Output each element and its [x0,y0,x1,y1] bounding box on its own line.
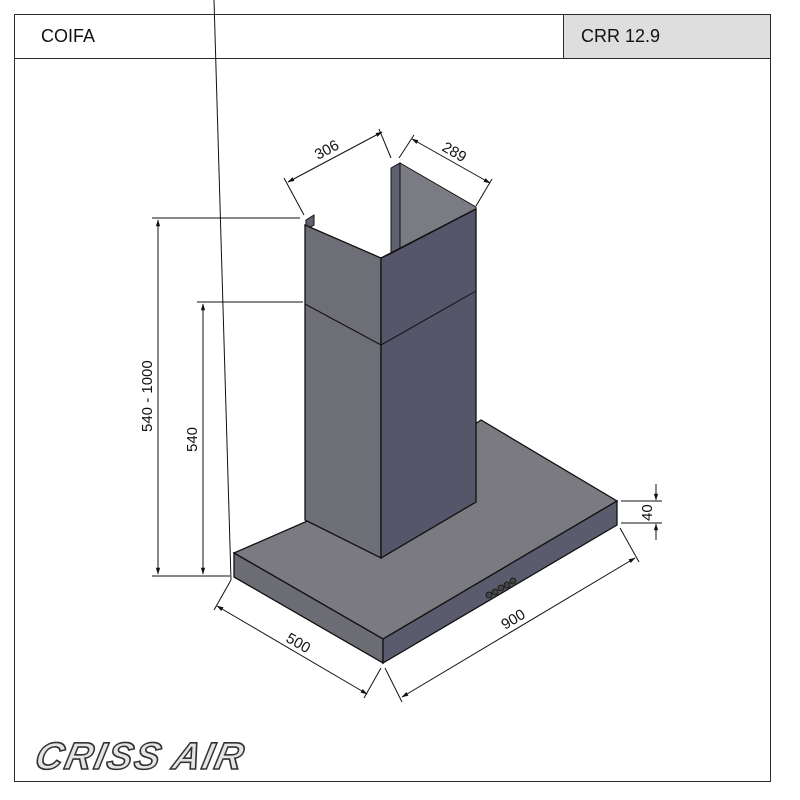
dimension-lower-height: 540 [184,301,303,575]
dimension-label-900: 900 [498,606,528,633]
dimension-label-540: 540 [184,427,201,452]
drawing-frame: COIFA CRR 12.9 [14,14,771,782]
dimension-chimney-width: 306 [283,128,392,216]
dimension-label-500: 500 [283,630,313,657]
dimension-hood-thickness: 40 [621,484,662,540]
dimension-label-540-1000: 540 - 1000 [139,360,156,432]
model-number-label: CRR 12.9 [564,15,770,58]
brand-logo: CRISS AIR [31,735,250,779]
chimney [304,162,477,560]
dimension-label-40: 40 [639,504,656,521]
dimension-label-306: 306 [312,137,342,164]
dimension-total-height: 540 - 1000 [139,217,300,577]
product-type-label: COIFA [15,15,564,58]
title-block: COIFA CRR 12.9 [15,15,770,59]
dimension-label-289: 289 [439,139,469,166]
